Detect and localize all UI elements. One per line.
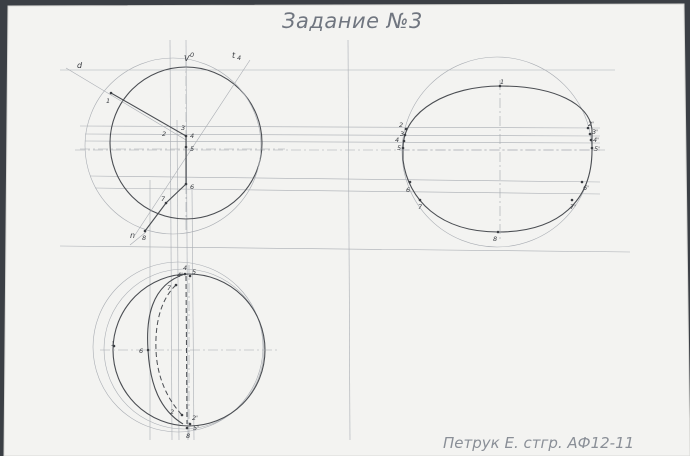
front-view-aux-circle-1 [92,261,264,433]
point-label: 8 [493,235,497,243]
point-label: 8 [186,432,190,440]
paper [4,4,690,456]
point-label: 5 [192,268,196,276]
point-label: 1 [106,97,110,105]
axis-label-d: d [77,61,83,70]
front-view-aux-circle-2 [103,268,265,430]
point-label: 6' [583,184,589,192]
axis-label-v: V [184,54,190,63]
point-label: 7 [167,284,172,292]
front-view-section-hidden [155,284,183,416]
point-label: 7 [418,203,423,211]
point-label: 3 [400,130,404,138]
author-signature: Петрук Е. стгр. АФ12-11 [443,434,634,452]
point-label: 5' [193,424,199,432]
top-view-aux-circle [84,57,262,235]
point-label: 4 [183,264,187,272]
axis-label-n: n [130,231,135,240]
point-label: 3 [181,124,185,132]
axis-label-t-sub: 4 [237,54,241,62]
point-label: 3' [592,128,598,136]
point-label: 1 [111,340,115,348]
paper-edge [3,3,690,456]
point-label: 4 [395,136,399,144]
point-label: 2' [588,120,594,128]
axis-label-v-sub: 0 [190,51,194,59]
side-view: 1 2 2' 3 3' 4 4' 5 5' 6 6' 7 7' 8 [395,56,600,248]
point-label: 6 [406,186,410,194]
point-label: 4 [190,132,194,140]
point-label: 6 [190,183,194,191]
top-view: d V 0 t 4 n 1 2 3 4 5 6 7 8 [65,51,285,246]
point-label: 4' [593,136,599,144]
point-label: 2 [399,121,403,129]
point-label: 7 [161,195,166,203]
axis-label-t: t [232,51,236,60]
point-label: 5' [594,145,600,153]
point-label: 1 [500,78,504,86]
point-label: 2 [162,130,166,138]
front-view-hidden-line [185,275,188,425]
point-label: 7' [570,203,576,211]
point-label: 2 [170,408,174,416]
front-view: 1 4 4' 5 6 7 2 2' 5' 8 [92,261,280,440]
page-title: Задание №3 [282,9,423,33]
point-label: 5 [190,145,194,153]
point-label: 6 [139,347,143,355]
point-label: 4' [177,271,183,279]
point-label: 2' [192,414,198,422]
point-label: 5 [397,144,401,152]
point-label: 8 [142,234,146,242]
side-view-contour [402,85,593,233]
